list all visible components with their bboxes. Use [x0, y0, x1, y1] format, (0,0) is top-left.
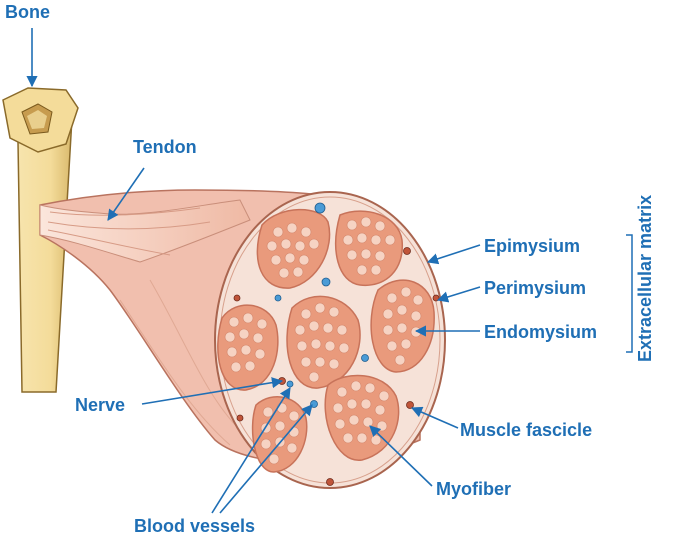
extracellular-matrix-bracket	[626, 234, 633, 353]
label-muscle-fascicle: Muscle fascicle	[460, 420, 592, 440]
label-bone: Bone	[5, 2, 50, 22]
leader-arrows	[26, 28, 481, 514]
blood-vessels	[274, 202, 369, 408]
label-endomysium: Endomysium	[484, 322, 597, 342]
label-blood-vessels: Blood vessels	[134, 516, 255, 536]
label-extracellular-matrix: Extracellular matrix	[635, 195, 655, 362]
myofibers	[224, 216, 424, 465]
label-myofiber: Myofiber	[436, 479, 511, 499]
label-epimysium: Epimysium	[484, 236, 580, 256]
bone	[2, 87, 79, 393]
label-perimysium: Perimysium	[484, 278, 586, 298]
label-nerve: Nerve	[75, 395, 125, 415]
label-tendon: Tendon	[133, 137, 197, 157]
